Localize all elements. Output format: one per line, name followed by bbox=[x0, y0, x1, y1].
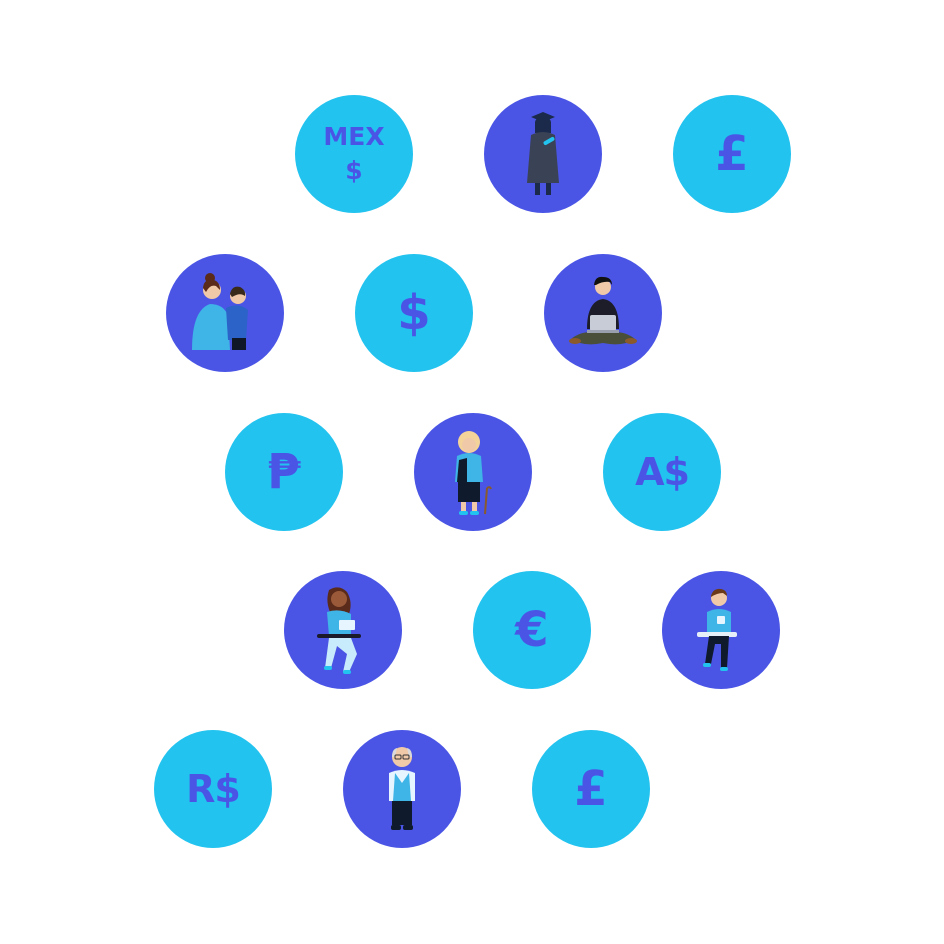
elderly-woman-icon bbox=[414, 413, 532, 531]
euro-symbol: € bbox=[515, 602, 549, 658]
australian-dollar-symbol: A$ bbox=[635, 450, 690, 494]
elderly-man-icon bbox=[343, 730, 461, 848]
currency-circle-australian-dollar: A$ bbox=[603, 413, 721, 531]
parent-child-icon bbox=[166, 254, 284, 372]
graduate-icon bbox=[484, 95, 602, 213]
sitting-man-icon bbox=[662, 571, 780, 689]
currency-circle-pound: £ bbox=[673, 95, 791, 213]
peso-symbol: ₱ bbox=[267, 444, 301, 500]
currency-circle-brazilian-real: R$ bbox=[154, 730, 272, 848]
currency-circle-dollar: $ bbox=[355, 254, 473, 372]
mexican-peso-symbol: MEX $ bbox=[323, 122, 385, 185]
currency-circle-euro: € bbox=[473, 571, 591, 689]
reading-woman-icon bbox=[284, 571, 402, 689]
dollar-symbol: $ bbox=[397, 285, 431, 341]
laptop-user-icon bbox=[544, 254, 662, 372]
currency-circle-pound-2: £ bbox=[532, 730, 650, 848]
pound-symbol: £ bbox=[715, 126, 749, 182]
brazilian-real-symbol: R$ bbox=[186, 767, 241, 811]
pound-symbol: £ bbox=[574, 761, 608, 817]
currency-circle-mexican-peso: MEX $ bbox=[295, 95, 413, 213]
currency-circle-peso: ₱ bbox=[225, 413, 343, 531]
